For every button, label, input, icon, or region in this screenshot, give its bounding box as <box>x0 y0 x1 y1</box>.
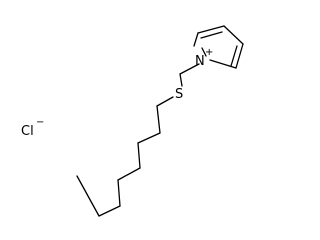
ring-bond-c3-c3-inner <box>230 45 238 67</box>
ring-bond-c3-c4 <box>223 25 244 45</box>
nitrogen-label: N <box>195 54 205 69</box>
nitrogen-atom: N + <box>195 47 213 69</box>
bond-c3-c4 <box>137 142 141 169</box>
bond-ch2-s <box>179 73 183 87</box>
linker-chain <box>179 63 200 87</box>
sulfur-label: S <box>175 87 183 102</box>
nitrogen-charge: + <box>205 47 213 58</box>
ring-bond-c6-n-inner <box>201 47 207 57</box>
chloride-ion: Cl − <box>21 117 44 139</box>
bond-c5-c6 <box>117 179 121 207</box>
chloride-label: Cl <box>21 124 34 139</box>
chloride-charge: − <box>36 117 44 128</box>
bond-n-ch2 <box>179 63 200 75</box>
ring-bond-c2-c3 <box>235 43 244 69</box>
molecule-drawing: N + S Cl − <box>21 25 244 217</box>
bond-c7-c8 <box>76 175 100 217</box>
bond-c2-c3 <box>137 132 161 144</box>
bond-c6-c7 <box>98 205 121 217</box>
ring-bond-c4-c5 <box>197 25 225 34</box>
bond-c4-c5 <box>117 167 141 181</box>
bond-s-c1 <box>156 96 174 107</box>
bond-c1-c2 <box>156 105 161 134</box>
octyl-chain <box>76 96 174 217</box>
ring-bond-n-c2 <box>209 59 237 69</box>
pyridinium-ring <box>193 25 244 69</box>
sulfur-atom: S <box>175 87 183 102</box>
ring-bond-c5-c6 <box>193 32 199 47</box>
structure-diagram: N + S Cl − <box>21 25 244 217</box>
ring-bond-c4-c5-inner <box>200 31 223 39</box>
